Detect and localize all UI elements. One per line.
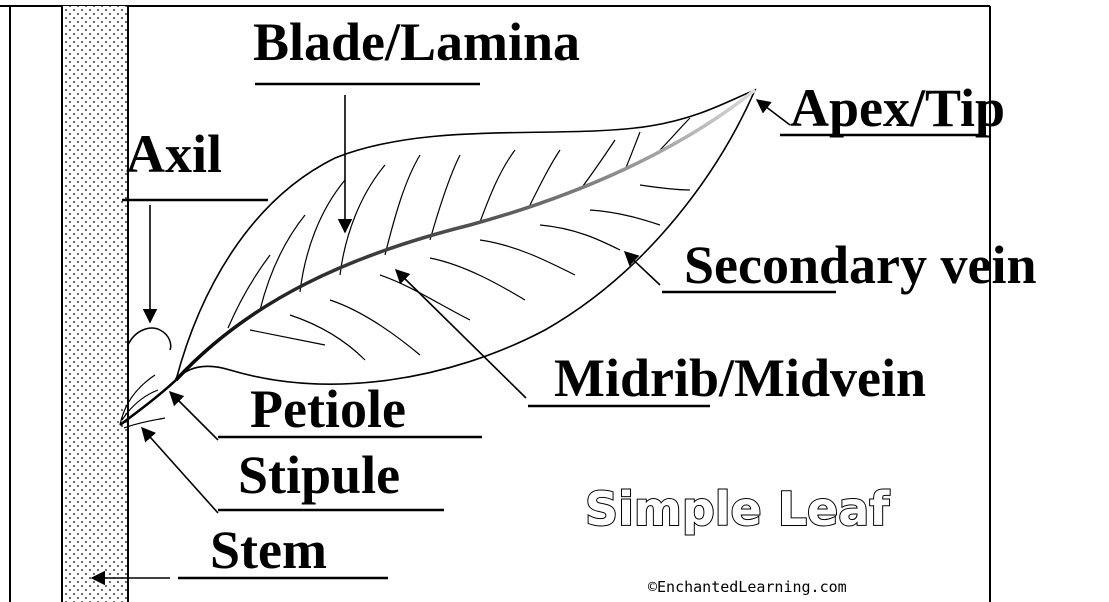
- label-stipule: Stipule: [238, 445, 400, 505]
- label-axil: Axil: [126, 124, 222, 184]
- diagram-title: Simple Leaf: [585, 482, 890, 536]
- label-apex: Apex/Tip: [790, 78, 1005, 138]
- stem-shape: [62, 6, 128, 602]
- label-blade: Blade/Lamina: [253, 12, 580, 72]
- label-stem: Stem: [210, 520, 327, 580]
- credit-text: ©EnchantedLearning.com: [648, 578, 847, 596]
- label-secondary-vein: Secondary vein: [684, 235, 1037, 295]
- axil-curve: [128, 328, 171, 350]
- label-midrib: Midrib/Midvein: [554, 348, 926, 408]
- label-petiole: Petiole: [250, 379, 406, 439]
